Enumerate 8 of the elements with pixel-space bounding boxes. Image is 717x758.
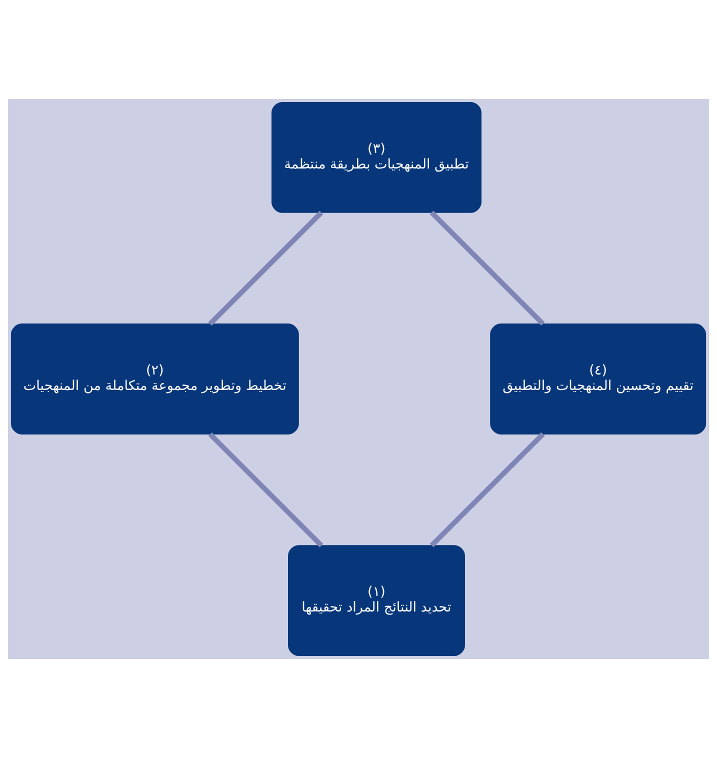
node-box: (٤) تقييم وتحسين المنهجيات والتطبيق (490, 324, 706, 434)
node-box: (٣) تطبيق المنهجيات بطريقة منتظمة (272, 102, 482, 213)
connector (208, 210, 324, 326)
connector (430, 210, 545, 326)
connector (208, 432, 324, 548)
node-box: (١) تحديد النتائج المراد تحقيقها (288, 545, 465, 656)
node-box: (٢) تخطيط وتطوير مجموعة متكاملة من المنهجيات (10, 324, 299, 434)
connector (430, 432, 545, 548)
